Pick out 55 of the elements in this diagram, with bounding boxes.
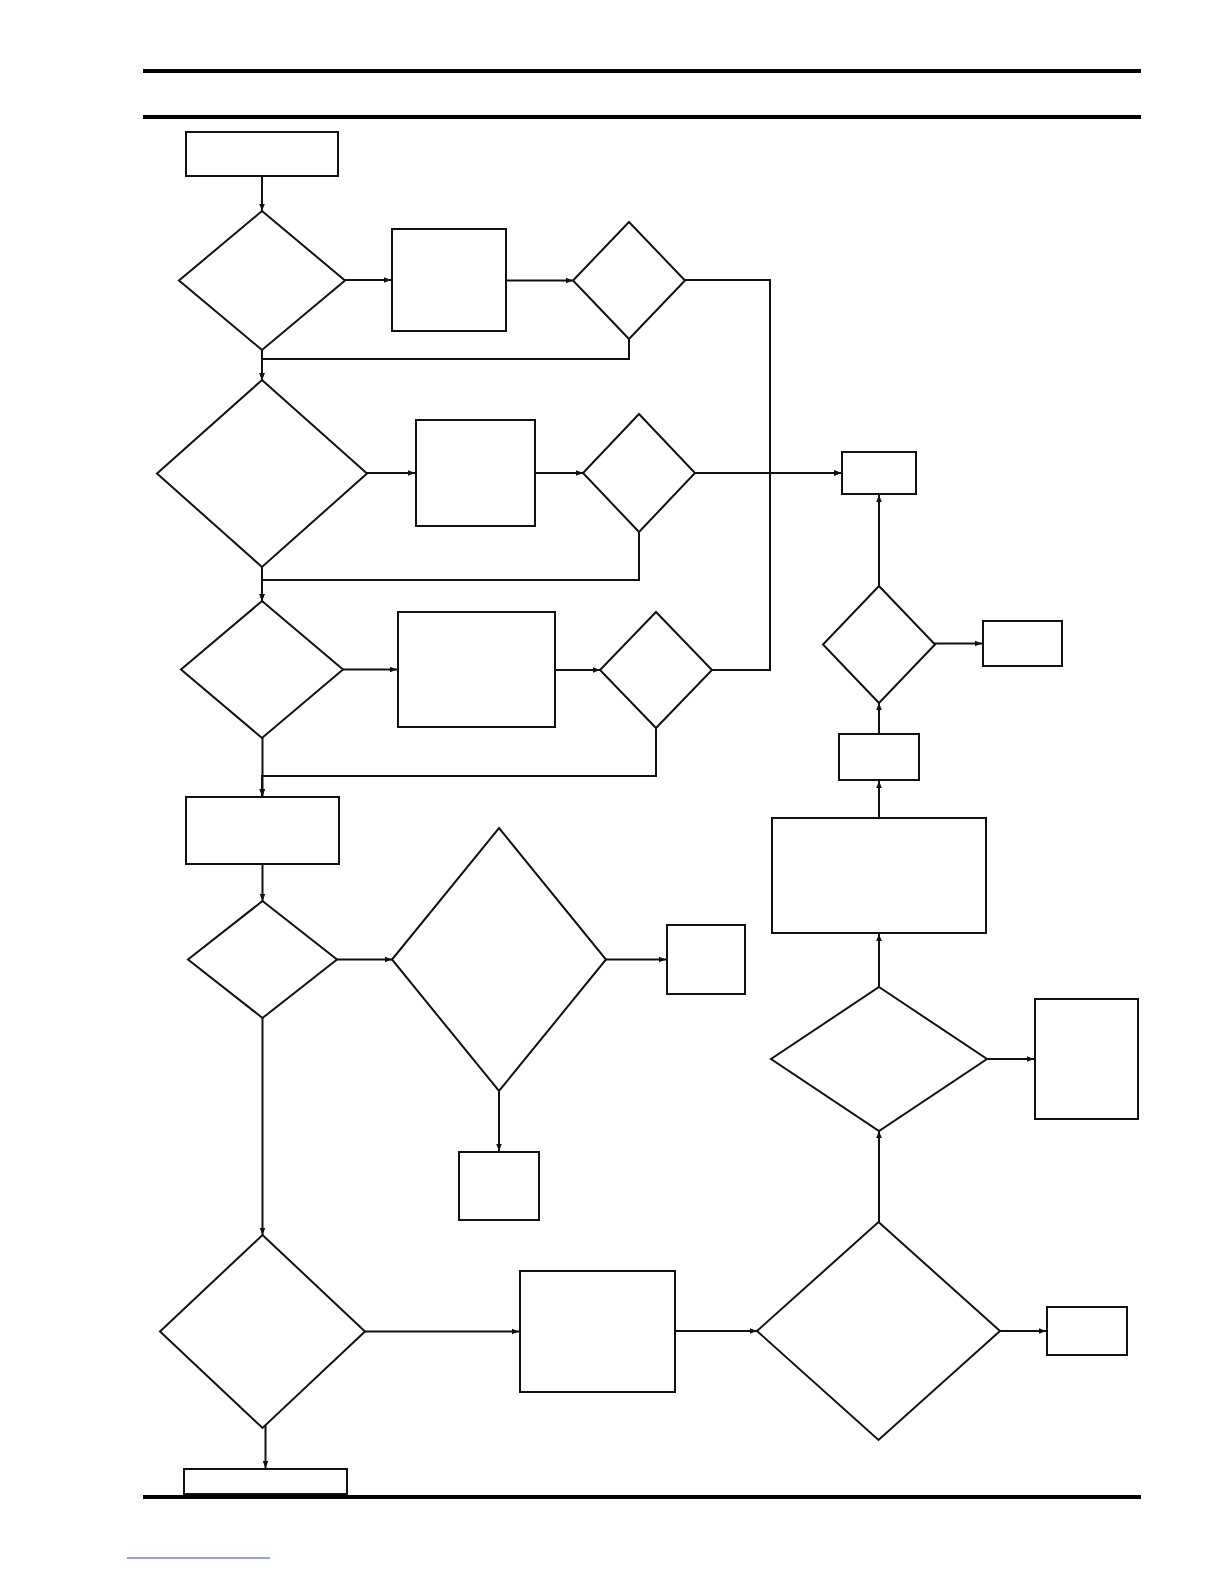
arrow [259,727,657,797]
arrow [506,277,574,284]
decision-diamond [823,586,935,703]
arrow [999,1328,1047,1334]
process-box [838,733,920,781]
process-box [519,1270,676,1393]
process-box [185,131,339,177]
decision-diamond [573,222,685,339]
process-box [185,796,340,865]
arrow [342,666,398,673]
arrow [555,667,601,673]
arrow [933,640,983,647]
process-box [841,451,917,495]
arrow [262,1424,269,1469]
arrow [365,470,416,476]
arrow [259,338,630,381]
process-box [391,228,507,332]
process-box [666,924,746,995]
process-box [183,1468,348,1495]
process-box [415,419,536,527]
arrow [259,1017,266,1236]
process-box [458,1151,540,1221]
process-box [1034,998,1139,1120]
arrow [343,277,392,283]
arrow [364,1328,520,1335]
process-box [1046,1306,1128,1356]
arrow [259,531,640,602]
arrow [876,1130,882,1224]
decision-diamond [188,901,337,1018]
process-box [771,817,987,934]
arrow [605,956,667,963]
arrow [496,1090,502,1152]
arrow [876,702,882,734]
arrow [336,956,393,963]
decision-diamond [392,828,606,1091]
arrow [876,780,882,818]
arrow [876,494,882,587]
arrow [876,933,882,988]
decision-diamond [583,414,695,532]
decision-diamond [160,1235,365,1428]
process-box [982,620,1063,667]
arrow [259,176,265,212]
decision-diamond [757,1222,1000,1440]
arrow [675,1328,758,1334]
decision-diamond [771,987,987,1131]
arrow [986,1056,1035,1062]
arrow [535,470,584,476]
arrow [259,864,266,902]
arrow [259,736,266,797]
arrow [711,470,842,671]
decision-diamond [600,612,712,728]
decision-diamond [181,601,343,738]
decision-diamond [157,380,367,567]
decision-diamond [179,211,345,350]
process-box [397,611,556,728]
